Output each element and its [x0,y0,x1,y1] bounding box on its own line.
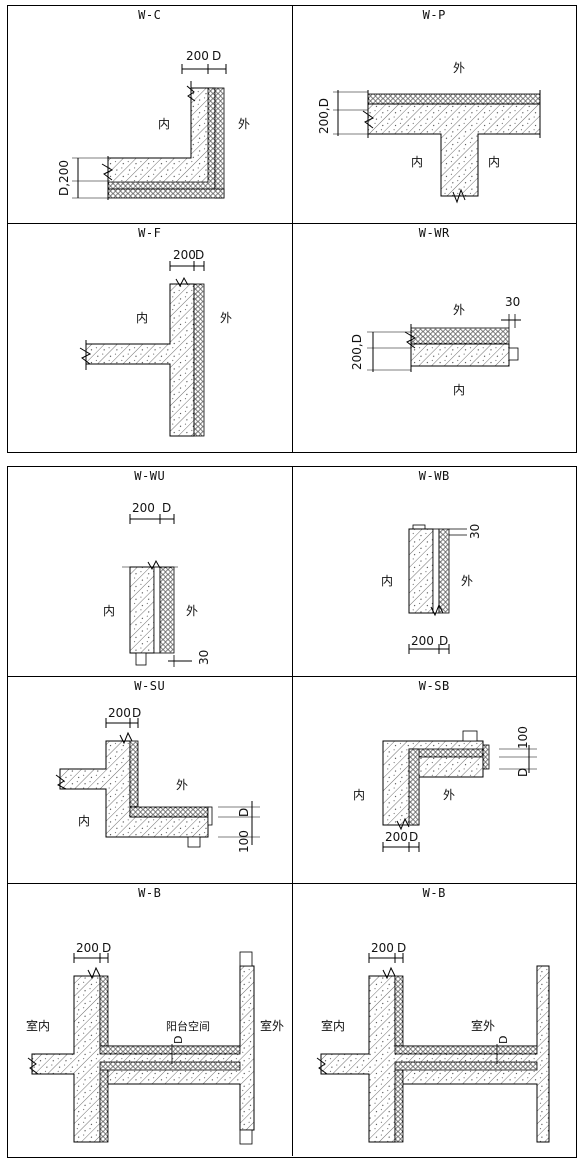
dim-200: 200 [108,706,131,720]
dim-vert-d: D [516,768,530,777]
label-inside: 内 [381,574,393,588]
dim-d: D [132,706,141,720]
label-outside: 外 [238,117,250,131]
dim-200: 200 [411,634,434,648]
detail-title: W-C [138,8,162,22]
detail-drawing-w-wu: 200 D 30 内 外 [103,501,211,667]
table-row: W-C 200 D D,200 内 [8,6,576,224]
slab-d: D [497,1036,510,1044]
label-balcony: 阳台空间 [166,1019,210,1033]
top-detail-table: W-C 200 D D,200 内 [7,5,577,453]
label-inside: 内 [453,383,465,397]
detail-drawing-w-p: 200,D 外 内 内 [317,61,540,204]
detail-title: W-WR [418,226,450,240]
label-indoor: 室内 [26,1018,50,1033]
label-inside: 内 [158,117,170,131]
detail-cell-w-su: W-SU 200 D D 100 内 [8,677,292,883]
label-outside: 外 [186,604,198,618]
slab-d: D [172,1036,185,1044]
detail-cell-w-b: W-B 200 D D 室内 室外 [291,884,577,1156]
dim-vert-100: 100 [516,726,530,749]
dim-30: 30 [197,650,211,665]
dim-vert-100: 100 [237,830,251,853]
label-inside-left: 内 [411,155,423,169]
detail-cell-w-p: W-P 200,D 外 内 内 [291,6,577,223]
dim-30: 30 [505,295,520,309]
dim-200: 200 [132,501,155,515]
label-indoor: 室内 [321,1018,345,1033]
dim-200: 200 [76,941,99,955]
table-row: W-SU 200 D D 100 内 [8,677,576,884]
bottom-detail-table: W-WU 200 D 30 内 外 [7,466,577,1158]
detail-cell-w-c: W-C 200 D D,200 内 [8,6,292,223]
detail-title: W-WU [134,469,166,483]
label-inside: 内 [353,788,365,802]
label-inside: 内 [103,604,115,618]
detail-drawing-w-wb: 30 200 D 内 外 [381,524,482,654]
label-outdoor: 室外 [260,1018,284,1033]
detail-title: W-F [138,226,162,240]
detail-cell-w-b-balcony: W-B 200 D D 室内 阳台空间 [8,884,292,1156]
label-inside: 内 [78,814,90,828]
detail-drawing-w-c: 200 D D,200 内 外 [57,49,250,200]
dim-d: D [409,830,418,844]
table-row: W-B 200 D D 室内 阳台空间 [8,884,576,1156]
label-inside: 内 [136,311,148,325]
detail-cell-w-wb: W-WB 30 200 D 内 外 [291,467,577,676]
detail-drawing-w-wr: 30 200,D 外 内 [350,295,521,397]
detail-cell-w-wu: W-WU 200 D 30 内 外 [8,467,292,676]
detail-drawing-w-f: 200 D 内 外 [79,248,232,437]
table-row: W-WU 200 D 30 内 外 [8,467,576,677]
label-outside: 外 [220,311,232,325]
dim-d: D [102,941,111,955]
detail-title: W-SB [418,679,450,693]
detail-title: W-SU [134,679,166,693]
dim-vert-d: D [237,808,251,817]
dim-vertical: 200,D [317,98,331,134]
detail-drawing-w-su: 200 D D 100 内 外 [55,706,260,853]
dim-200: 200 [385,830,408,844]
label-outside: 外 [443,788,455,802]
dim-vertical: D,200 [57,160,71,196]
detail-title: W-P [422,8,446,22]
label-outside: 外 [453,303,465,317]
dim-d: D [162,501,171,515]
label-outside: 外 [453,61,465,75]
label-outdoor: 室外 [471,1018,495,1033]
detail-cell-w-f: W-F 200 D 内 外 [8,224,292,452]
detail-cell-w-wr: W-WR 30 200,D 外 内 [291,224,577,452]
detail-drawing-w-b: 200 D D 室内 室外 [316,941,549,1143]
detail-title: W-WB [418,469,450,483]
dim-d: D [212,49,221,63]
dim-d: D [397,941,406,955]
detail-cell-w-sb: W-SB 200 D 100 D 内 [291,677,577,883]
dim-200: 200 [186,49,209,63]
dim-200: 200 [371,941,394,955]
label-outside: 外 [176,778,188,792]
detail-drawing-w-sb: 200 D 100 D 内 外 [353,726,537,852]
dim-vertical: 200,D [350,334,364,370]
detail-title: W-B [422,886,446,900]
label-outside: 外 [461,574,473,588]
dim-30: 30 [468,524,482,539]
dim-d: D [195,248,204,262]
table-row: W-F 200 D 内 外 W-WR [8,224,576,452]
label-inside-right: 内 [488,155,500,169]
detail-drawing-w-b-balcony: 200 D D 室内 阳台空间 室外 [26,941,284,1145]
detail-title: W-B [138,886,162,900]
dim-200: 200 [173,248,196,262]
dim-d: D [439,634,448,648]
